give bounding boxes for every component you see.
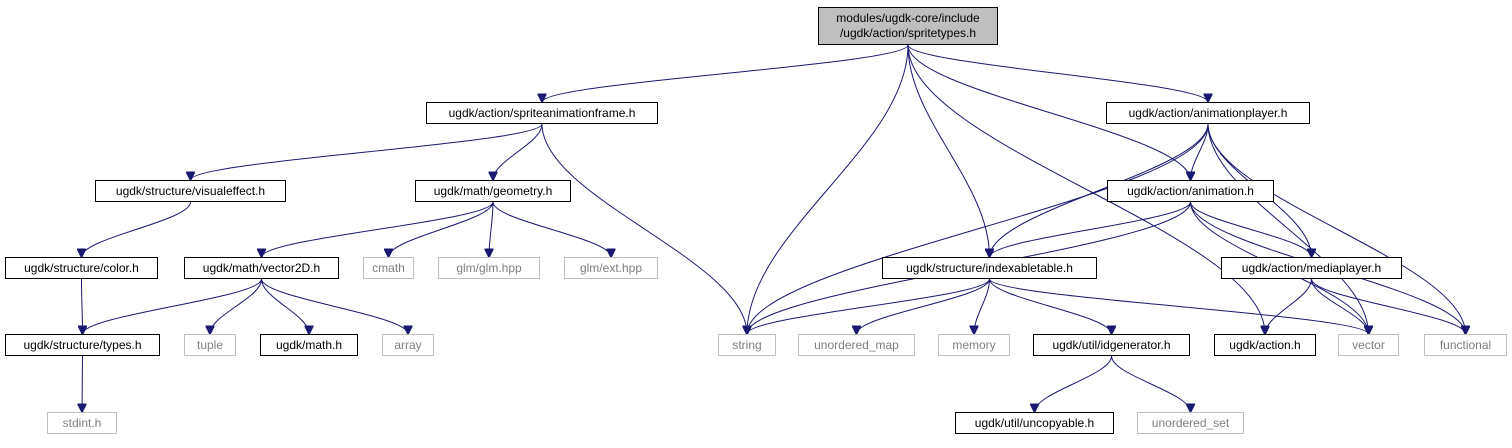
edge-animation-to-indexabletable: [990, 201, 1191, 257]
edge-root-to-indexabletable: [907, 44, 990, 257]
edge-animationplayer-to-string: [747, 123, 1209, 334]
node-animation[interactable]: ugdk/action/animation.h: [1107, 180, 1274, 202]
node-action[interactable]: ugdk/action.h: [1214, 334, 1316, 356]
node-memory: memory: [938, 334, 1010, 356]
edge-animationplayer-to-indexabletable: [990, 123, 1209, 257]
edge-animationplayer-to-animation: [1191, 123, 1209, 180]
node-glm: glm/glm.hpp: [438, 257, 540, 279]
edge-mediaplayer-to-vector: [1311, 278, 1369, 334]
edge-spriteanimationframe-to-geometry: [493, 123, 543, 180]
node-spriteanimationframe[interactable]: ugdk/action/spriteanimationframe.h: [426, 102, 658, 124]
edge-vector2d-to-types: [83, 278, 262, 334]
node-geometry[interactable]: ugdk/math/geometry.h: [415, 180, 571, 202]
edge-indexabletable-to-string: [747, 278, 990, 334]
edge-geometry-to-cmath: [389, 201, 494, 257]
edge-root-to-animation: [907, 44, 1191, 180]
node-cmath: cmath: [363, 257, 414, 279]
edge-geometry-to-glm: [489, 201, 493, 257]
node-mediaplayer[interactable]: ugdk/action/mediaplayer.h: [1221, 257, 1402, 279]
edge-root-to-spriteanimationframe: [542, 44, 909, 102]
edge-idgenerator-to-unordered_set: [1111, 355, 1191, 412]
node-root: modules/ugdk-core/include /ugdk/action/s…: [818, 7, 998, 45]
node-vector2d[interactable]: ugdk/math/vector2D.h: [184, 257, 339, 279]
edge-mediaplayer-to-action: [1265, 278, 1312, 334]
node-stdint: stdint.h: [47, 412, 117, 434]
edge-geometry-to-vector2d: [262, 201, 494, 257]
edge-root-to-string: [747, 44, 909, 334]
edge-animationplayer-to-vector: [1207, 123, 1369, 334]
edge-vector2d-to-math: [261, 278, 310, 334]
edge-root-to-animationplayer: [907, 44, 1208, 102]
edge-animationplayer-to-functional: [1207, 123, 1466, 334]
edge-spriteanimationframe-to-string: [541, 123, 747, 334]
edge-mediaplayer-to-functional: [1311, 278, 1466, 334]
edge-geometry-to-glmext: [492, 201, 611, 257]
edge-indexabletable-to-idgenerator: [989, 278, 1112, 334]
node-types[interactable]: ugdk/structure/types.h: [5, 334, 160, 356]
node-unordered_map: unordered_map: [798, 334, 915, 356]
node-idgenerator[interactable]: ugdk/util/idgenerator.h: [1033, 334, 1190, 356]
node-uncopyable[interactable]: ugdk/util/uncopyable.h: [955, 412, 1114, 434]
edge-visualeffect-to-color: [82, 201, 191, 257]
edge-vector2d-to-array: [261, 278, 409, 334]
edge-types-to-stdint: [82, 355, 83, 412]
node-vector: vector: [1338, 334, 1399, 356]
node-animationplayer[interactable]: ugdk/action/animationplayer.h: [1106, 102, 1310, 124]
node-tuple: tuple: [184, 334, 236, 356]
node-math[interactable]: ugdk/math.h: [260, 334, 358, 356]
node-unordered_set: unordered_set: [1137, 412, 1244, 434]
edge-color-to-types: [82, 278, 83, 334]
edge-spriteanimationframe-to-visualeffect: [191, 123, 543, 180]
edge-root-to-action: [907, 44, 1265, 334]
edge-idgenerator-to-uncopyable: [1035, 355, 1112, 412]
node-string: string: [718, 334, 776, 356]
edge-indexabletable-to-unordered_map: [857, 278, 990, 334]
node-array: array: [382, 334, 434, 356]
node-visualeffect[interactable]: ugdk/structure/visualeffect.h: [95, 180, 286, 202]
node-glmext: glm/ext.hpp: [564, 257, 658, 279]
edge-indexabletable-to-vector: [989, 278, 1369, 334]
node-functional: functional: [1424, 334, 1507, 356]
edge-animation-to-mediaplayer: [1190, 201, 1312, 257]
node-indexabletable[interactable]: ugdk/structure/indexabletable.h: [882, 257, 1097, 279]
node-root-line1: modules/ugdk-core/include: [836, 11, 980, 25]
edge-vector2d-to-tuple: [210, 278, 262, 334]
node-root-line2: /ugdk/action/spritetypes.h: [839, 26, 977, 40]
edge-indexabletable-to-memory: [974, 278, 990, 334]
node-color[interactable]: ugdk/structure/color.h: [5, 257, 158, 279]
